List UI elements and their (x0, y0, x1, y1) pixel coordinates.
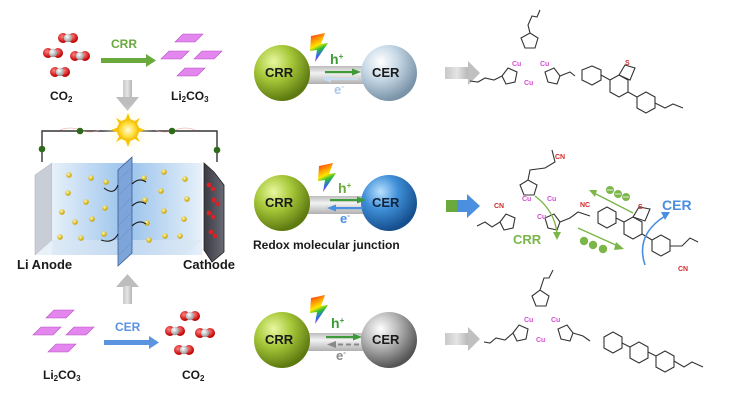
li2co3-label-top: Li2CO3 (171, 89, 209, 104)
crr-arrow (101, 54, 156, 67)
cn-label: CN (678, 266, 689, 273)
hole-label-middle: h+ (338, 180, 352, 196)
cu-label: Cu (547, 196, 557, 203)
output-arrow-bottom (445, 327, 480, 351)
crr-arrow-label: CRR (111, 37, 137, 51)
li2co3-label-bottom: Li2CO3 (43, 368, 81, 383)
cer-sphere-label-middle: CER (372, 195, 400, 210)
light-bolt-icon (310, 33, 328, 62)
s-label: S (638, 204, 643, 211)
cer-sphere-label-bottom: CER (372, 332, 400, 347)
battery-cell (34, 156, 225, 267)
crr-sphere-label-middle: CRR (265, 195, 294, 210)
down-arrow (116, 80, 139, 111)
s-label: S (625, 60, 630, 67)
co2-label-bottom: CO2 (182, 368, 205, 383)
up-arrow (116, 274, 139, 304)
molecule-top (469, 9, 684, 114)
cathode-plate (203, 162, 225, 263)
li2co3-flakes-bottom (32, 309, 95, 353)
cn-label: CN (555, 154, 566, 161)
redox-junction-caption: Redox molecular junction (253, 238, 400, 252)
electron-markers (38, 127, 221, 154)
cu-label: Cu (524, 80, 534, 87)
cer-arrow (104, 336, 159, 349)
electron-label-top: e- (334, 82, 344, 97)
hole-label-bottom: h+ (331, 315, 345, 331)
cu-label: Cu (551, 317, 561, 324)
crr-sphere-label-top: CRR (265, 65, 294, 80)
cer-arrow-label: CER (115, 320, 141, 334)
co2-molecules-bottom (165, 311, 215, 355)
hole-dots (579, 236, 608, 254)
cu-label: Cu (512, 61, 522, 68)
cu-label: Cu (524, 317, 534, 324)
crr-molecule-label: CRR (513, 232, 542, 247)
electron-dots (606, 186, 630, 201)
li-ions (57, 169, 190, 243)
crr-sphere-label-bottom: CRR (265, 332, 294, 347)
cathode-label: Cathode (183, 257, 235, 272)
sun-icon (102, 104, 154, 156)
cu-label: Cu (536, 337, 546, 344)
cn-label: CN (494, 203, 505, 210)
separator (117, 156, 133, 267)
left-panel-graphics (32, 33, 225, 355)
li-anode-plate (34, 162, 53, 256)
nc-label: NC (580, 202, 591, 209)
li-anode-label: Li Anode (17, 257, 73, 272)
cer-molecule-label: CER (662, 197, 692, 213)
cu-label: Cu (537, 214, 547, 221)
cu-label: Cu (540, 61, 550, 68)
cer-sphere-label-top: CER (372, 65, 400, 80)
electron-label-bottom: e- (336, 348, 346, 363)
li2co3-flakes-top (160, 33, 223, 77)
ion-transport-arrows (100, 179, 147, 242)
molecule-bottom (483, 269, 704, 373)
co2-label-top: CO2 (50, 89, 73, 104)
electron-label-middle: e- (340, 211, 350, 226)
cer-flow-arrow (641, 212, 670, 266)
output-arrow-middle (446, 194, 480, 218)
left-panel: CO2 CRR Li2CO3 Li Anode Cathode CER Li2C… (0, 0, 250, 410)
cu-label: Cu (522, 196, 532, 203)
output-arrow-top (445, 61, 480, 85)
co2-molecules-top (43, 33, 90, 77)
hole-label-top: h+ (330, 51, 344, 67)
hole-arrow (325, 68, 361, 76)
